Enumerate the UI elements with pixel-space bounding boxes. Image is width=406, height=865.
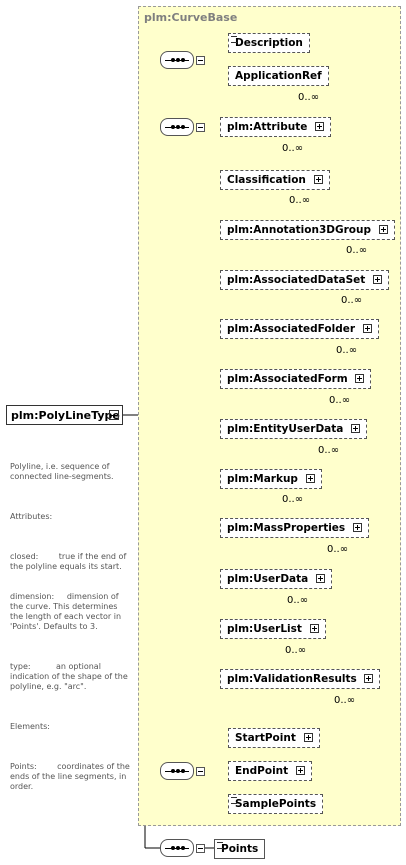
element-label: plm:UserList: [227, 623, 302, 635]
documentation-line: type: an optional indication of the shap…: [10, 662, 131, 691]
cardinality-label: 0..∞: [346, 245, 368, 256]
sequence-compositor-icon[interactable]: [160, 118, 205, 136]
expand-icon[interactable]: [378, 225, 388, 234]
element-associated-form[interactable]: plm:AssociatedForm: [220, 369, 372, 389]
expand-icon[interactable]: [305, 474, 315, 483]
cardinality-label: 0..∞: [285, 645, 307, 656]
element-sample-points[interactable]: SamplePoints: [228, 794, 324, 814]
element-start-point[interactable]: StartPoint: [228, 728, 320, 748]
documentation-icon: [231, 36, 237, 43]
element-label: plm:AssociatedDataSet: [227, 274, 366, 286]
element-end-point[interactable]: EndPoint: [228, 761, 312, 781]
element-classification[interactable]: Classification: [220, 170, 330, 190]
cardinality-label: 0..∞: [341, 295, 363, 306]
element-label: plm:Annotation3DGroup: [227, 224, 371, 236]
documentation-line: Polyline, i.e. sequence of connected lin…: [10, 462, 114, 481]
sequence-compositor-icon[interactable]: [160, 51, 205, 69]
documentation-line: Attributes:: [10, 512, 53, 521]
expand-icon[interactable]: [315, 122, 324, 131]
documentation-icon: [217, 842, 223, 849]
documentation: Polyline, i.e. sequence of connected lin…: [10, 442, 130, 802]
element-associated-data-set[interactable]: plm:AssociatedDataSet: [220, 270, 389, 290]
element-validation-results[interactable]: plm:ValidationResults: [220, 669, 381, 689]
element-label: Classification: [227, 174, 306, 186]
element-label: plm:ValidationResults: [227, 673, 357, 685]
element-label: ApplicationRef: [235, 70, 322, 82]
element-label: plm:AssociatedFolder: [227, 323, 356, 335]
root-element-label: plm:PolyLineType: [11, 409, 120, 422]
collapse-icon[interactable]: [109, 410, 119, 420]
expand-icon[interactable]: [352, 523, 362, 532]
element-points[interactable]: Points: [214, 839, 266, 859]
expand-icon[interactable]: [313, 175, 323, 184]
expand-icon[interactable]: [355, 374, 365, 383]
expand-icon[interactable]: [303, 733, 313, 742]
element-label: EndPoint: [235, 765, 289, 777]
sequence-compositor-icon[interactable]: [160, 839, 205, 857]
element-description[interactable]: Description: [228, 33, 310, 53]
extension-base-box: [138, 6, 401, 826]
element-markup[interactable]: plm:Markup: [220, 469, 322, 489]
collapse-icon[interactable]: [196, 56, 205, 65]
element-label: plm:MassProperties: [227, 522, 346, 534]
cardinality-label: 0..∞: [336, 345, 358, 356]
expand-icon[interactable]: [315, 574, 325, 583]
documentation-line: closed: true if the end of the polyline …: [10, 552, 129, 571]
expand-icon[interactable]: [372, 275, 382, 284]
element-label: StartPoint: [235, 732, 296, 744]
element-label: plm:UserData: [227, 573, 309, 585]
element-label: SamplePoints: [235, 798, 317, 810]
cardinality-label: 0..∞: [287, 595, 309, 606]
documentation-line: Points: coordinates of the ends of the l…: [10, 762, 133, 791]
element-annotation3d-group[interactable]: plm:Annotation3DGroup: [220, 220, 395, 240]
cardinality-label: 0..∞: [318, 445, 340, 456]
collapse-icon[interactable]: [196, 767, 205, 776]
cardinality-label: 0..∞: [327, 544, 349, 555]
documentation-line: Elements:: [10, 722, 50, 731]
element-label: plm:EntityUserData: [227, 423, 344, 435]
element-label: plm:AssociatedForm: [227, 373, 348, 385]
cardinality-label: 0..∞: [298, 92, 320, 103]
element-mass-properties[interactable]: plm:MassProperties: [220, 518, 369, 538]
element-label: plm:Attribute: [227, 121, 308, 133]
element-label: Points: [221, 843, 259, 855]
cardinality-label: 0..∞: [289, 195, 311, 206]
root-element[interactable]: plm:PolyLineType: [6, 405, 123, 425]
element-application-ref[interactable]: ApplicationRef: [228, 66, 329, 86]
cardinality-label: 0..∞: [282, 494, 304, 505]
cardinality-label: 0..∞: [329, 395, 351, 406]
cardinality-label: 0..∞: [282, 143, 304, 154]
extension-base-label: plm:CurveBase: [144, 11, 238, 24]
element-attribute[interactable]: plm:Attribute: [220, 117, 331, 137]
sequence-compositor-icon[interactable]: [160, 762, 205, 780]
element-label: plm:Markup: [227, 473, 298, 485]
expand-icon[interactable]: [364, 674, 374, 683]
expand-icon[interactable]: [309, 624, 319, 633]
collapse-icon[interactable]: [196, 123, 205, 132]
documentation-line: dimension: dimension of the curve. This …: [10, 592, 124, 631]
documentation-icon: [231, 797, 237, 804]
expand-icon[interactable]: [295, 766, 305, 775]
element-user-list[interactable]: plm:UserList: [220, 619, 326, 639]
element-user-data[interactable]: plm:UserData: [220, 569, 332, 589]
collapse-icon[interactable]: [196, 844, 205, 853]
expand-icon[interactable]: [351, 424, 361, 433]
expand-icon[interactable]: [362, 324, 372, 333]
element-associated-folder[interactable]: plm:AssociatedFolder: [220, 319, 379, 339]
element-entity-user-data[interactable]: plm:EntityUserData: [220, 419, 368, 439]
element-label: Description: [235, 37, 303, 49]
cardinality-label: 0..∞: [334, 695, 356, 706]
